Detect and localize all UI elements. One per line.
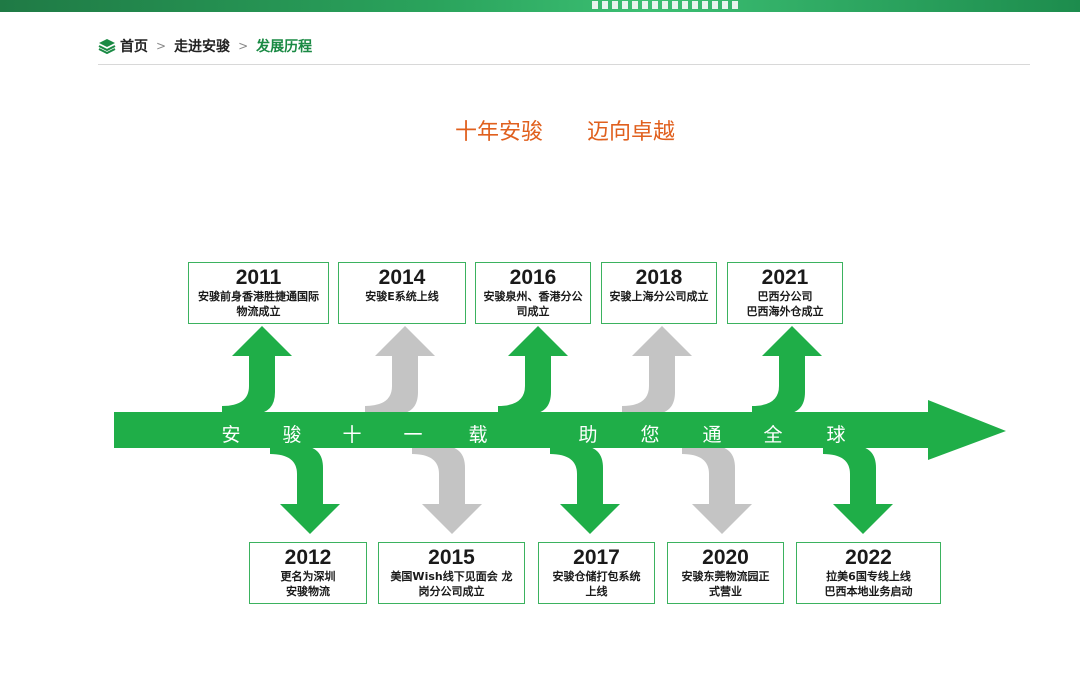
breadcrumb-current: 发展历程 — [256, 39, 313, 55]
event-description: 更名为深圳安骏物流 — [280, 570, 336, 598]
event-description: 巴西分公司巴西海外仓成立 — [746, 290, 824, 318]
axis-slogan-char: 通 — [702, 424, 722, 446]
timeline-down-arrow — [823, 446, 893, 534]
event-year: 2022 — [845, 546, 892, 569]
breadcrumb-divider — [98, 64, 1030, 65]
breadcrumb-about-link[interactable]: 走进安骏 — [174, 39, 231, 55]
timeline-up-arrow — [752, 326, 822, 414]
breadcrumb: 首页 > 走进安骏 > 发展历程 — [98, 36, 312, 56]
timeline-down-arrow — [550, 446, 620, 534]
event-year: 2014 — [378, 266, 426, 289]
timeline-up-arrow — [498, 326, 568, 414]
axis-slogan-char: 安 — [221, 424, 241, 446]
event-year: 2017 — [573, 546, 620, 569]
event-description: 安骏仓储打包系统上线 — [552, 570, 641, 598]
event-description: 安骏前身香港胜捷通国际物流成立 — [198, 290, 319, 318]
breadcrumb-separator: > — [156, 39, 167, 53]
axis-slogan-char: 骏 — [282, 424, 302, 446]
timeline-up-arrow — [622, 326, 692, 414]
page-slogan: 十年安骏 迈向卓越 — [454, 120, 675, 145]
event-description: 拉美6国专线上线巴西本地业务启动 — [824, 570, 913, 598]
breadcrumb-separator: > — [238, 39, 249, 53]
breadcrumb-home-link[interactable]: 首页 — [120, 39, 148, 55]
axis-slogan-char: 十 — [342, 424, 362, 446]
top-banner — [0, 0, 1080, 12]
event-year: 2011 — [235, 266, 282, 289]
event-description: 安骏泉州、香港分公司成立 — [483, 290, 583, 318]
event-year: 2015 — [428, 546, 475, 569]
axis-slogan-char: 一 — [403, 424, 423, 446]
event-year: 2021 — [761, 266, 809, 289]
axis-slogan-char: 助 — [578, 424, 598, 446]
timeline-up-arrow — [365, 326, 435, 414]
timeline-down-arrow — [270, 446, 340, 534]
event-description: 美国Wish线下见面会 龙岗分公司成立 — [390, 570, 513, 598]
event-description: 安骏E系统上线 — [365, 290, 439, 303]
axis-slogan-char: 载 — [468, 424, 488, 446]
axis-slogan-char: 您 — [640, 424, 660, 446]
event-year: 2018 — [635, 266, 683, 289]
layers-icon — [98, 39, 116, 54]
axis-slogan-char: 全 — [763, 424, 783, 446]
timeline-up-arrow — [222, 326, 292, 414]
event-year: 2016 — [509, 266, 557, 289]
axis-slogan-char: 球 — [826, 424, 846, 446]
timeline-down-arrow — [412, 446, 482, 534]
event-year: 2020 — [702, 546, 749, 569]
event-year: 2012 — [284, 546, 332, 569]
timeline-down-arrow — [682, 446, 752, 534]
event-description: 安骏上海分公司成立 — [609, 290, 709, 303]
main-timeline-arrow — [114, 400, 1006, 460]
banner-pattern — [592, 1, 738, 9]
event-description: 安骏东莞物流园正式营业 — [681, 570, 770, 598]
